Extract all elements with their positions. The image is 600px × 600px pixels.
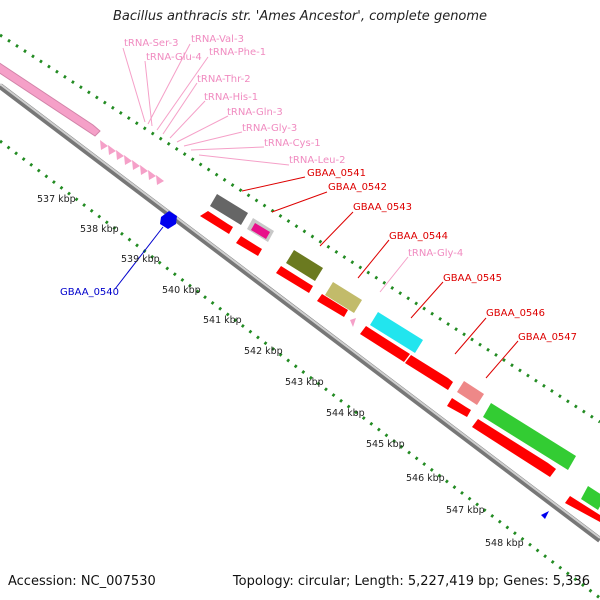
gene-label-gbaa-0545: GBAA_0545 — [443, 273, 502, 284]
gene-label-gbaa-0540: GBAA_0540 — [60, 287, 119, 298]
gene-gbaa-0540 — [160, 211, 177, 229]
feature-green — [483, 403, 576, 470]
tick-label: 548 kbp — [485, 538, 524, 549]
feature-salmon — [457, 381, 484, 405]
feature-magenta — [251, 223, 270, 239]
gene-label-gbaa-0547: GBAA_0547 — [518, 332, 577, 343]
trna-label: tRNA-Glu-4 — [146, 52, 202, 63]
trna-gly-4-label: tRNA-Gly-4 — [408, 248, 463, 259]
accession-label: Accession: NC_007530 — [8, 574, 156, 589]
feature-olive — [286, 250, 323, 281]
tick-label: 543 kbp — [285, 377, 324, 388]
trna-label: tRNA-Gly-3 — [242, 123, 297, 134]
tick-label: 547 kbp — [446, 505, 485, 516]
tick-label: 542 kbp — [244, 346, 283, 357]
inner-tick-line — [0, 139, 600, 600]
tick-label: 539 kbp — [121, 254, 160, 265]
trna-gly-4-arrow — [350, 318, 356, 327]
gene-label-gbaa-0543: GBAA_0543 — [353, 202, 412, 213]
trna-cluster-arrow — [0, 62, 101, 137]
topology-label: Topology: circular; Length: 5,227,419 bp… — [232, 574, 590, 589]
leader-gbaa-0540 — [114, 226, 164, 290]
feature-khaki — [325, 282, 362, 313]
trna-label: tRNA-Val-3 — [191, 34, 244, 45]
map-title: Bacillus anthracis str. 'Ames Ancestor',… — [112, 9, 488, 24]
trna-label: tRNA-Leu-2 — [289, 155, 345, 166]
tick-label: 546 kbp — [406, 473, 445, 484]
tick-label: 541 kbp — [203, 315, 242, 326]
tick-label: 538 kbp — [80, 224, 119, 235]
trna-label: tRNA-Phe-1 — [209, 47, 266, 58]
genome-backbone-highlight — [0, 83, 600, 539]
tick-label: 537 kbp — [37, 194, 76, 205]
feature-gray — [210, 194, 248, 225]
trna-label: tRNA-Ser-3 — [124, 38, 179, 49]
feature-cyan — [370, 312, 423, 353]
gene-label-gbaa-0541: GBAA_0541 — [307, 168, 366, 179]
tick-label: 540 kbp — [162, 285, 201, 296]
trna-small-arrows — [100, 140, 164, 185]
gene-blue-small — [541, 511, 549, 519]
tick-label: 545 kbp — [366, 439, 405, 450]
red-cds-arrows — [200, 211, 600, 522]
trna-label: tRNA-Cys-1 — [264, 138, 321, 149]
gene-label-gbaa-0546: GBAA_0546 — [486, 308, 545, 319]
trna-label: tRNA-Gln-3 — [227, 107, 283, 118]
gene-leader-lines — [241, 176, 519, 379]
genome-backbone — [0, 83, 600, 543]
trna-label: tRNA-His-1 — [204, 92, 258, 103]
trna-leader-lines — [122, 43, 409, 293]
gene-label-gbaa-0544: GBAA_0544 — [389, 231, 448, 242]
trna-label: tRNA-Thr-2 — [197, 74, 251, 85]
gene-label-gbaa-0542: GBAA_0542 — [328, 182, 387, 193]
tick-label: 544 kbp — [326, 408, 365, 419]
feature-green-right — [581, 486, 600, 510]
